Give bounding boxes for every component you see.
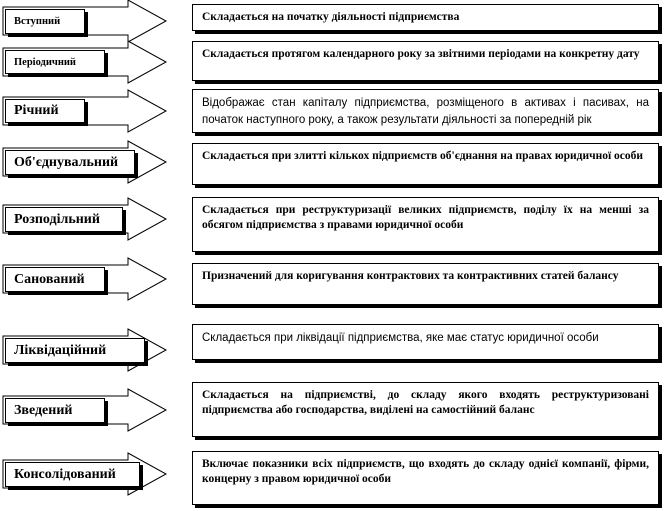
description-box: Складається при ліквідації підприємства,…: [192, 324, 659, 360]
type-text: Річний: [14, 103, 59, 118]
type-label-periodychnyi: Періодичний: [5, 50, 105, 74]
description-text: Складається на підприємстві, до складу я…: [202, 389, 649, 416]
description-text: Включає показники всіх підприємств, що в…: [202, 458, 649, 485]
description-box: Включає показники всіх підприємств, що в…: [192, 451, 659, 505]
type-text: Об'єднувальний: [14, 154, 119, 170]
type-text: Вступний: [14, 16, 61, 27]
type-label-sanovanyi: Санований: [5, 267, 105, 292]
type-text: Зведений: [14, 402, 73, 418]
description-box: Складається при реструктуризації великих…: [192, 197, 659, 252]
description-box: Складається при злитті кількох підприємс…: [192, 143, 659, 185]
description-box: Призначений для коригування контрактових…: [192, 263, 659, 305]
description-box: Складається на початку діяльності підпри…: [192, 4, 659, 31]
type-label-vstupnyi: Вступний: [5, 9, 85, 34]
description-text: Складається при ліквідації підприємства,…: [202, 332, 599, 344]
description-text: Складається при реструктуризації великих…: [202, 204, 649, 231]
type-text: Ліквідаційний: [14, 342, 107, 358]
type-text: Періодичний: [14, 56, 76, 68]
type-label-zvedenyi: Зведений: [5, 398, 105, 423]
type-text: Санований: [14, 271, 85, 287]
description-box: Складається на підприємстві, до складу я…: [192, 382, 659, 437]
description-text: Складається на початку діяльності підпри…: [202, 11, 460, 23]
description-box: Складається протягом календарного року з…: [192, 41, 659, 81]
description-text: Призначений для коригування контрактових…: [202, 270, 619, 282]
type-label-richnyi: Річний: [5, 99, 85, 123]
type-label-likvidatsiinyi: Ліквідаційний: [5, 338, 145, 363]
type-text: Розподільний: [14, 211, 100, 227]
description-text: Відображає стан капіталу підприємства, р…: [202, 97, 649, 126]
description-text: Складається протягом календарного року з…: [202, 48, 640, 60]
description-box: Відображає стан капіталу підприємства, р…: [192, 89, 659, 133]
type-label-obiednuvalnyi: Об'єднувальний: [5, 150, 135, 175]
type-label-rozpodilnyi: Розподільний: [5, 207, 123, 232]
type-text: Консолідований: [14, 466, 116, 482]
type-label-konsolidovanyi: Консолідований: [5, 462, 140, 487]
description-text: Складається при злитті кількох підприємс…: [202, 150, 644, 162]
